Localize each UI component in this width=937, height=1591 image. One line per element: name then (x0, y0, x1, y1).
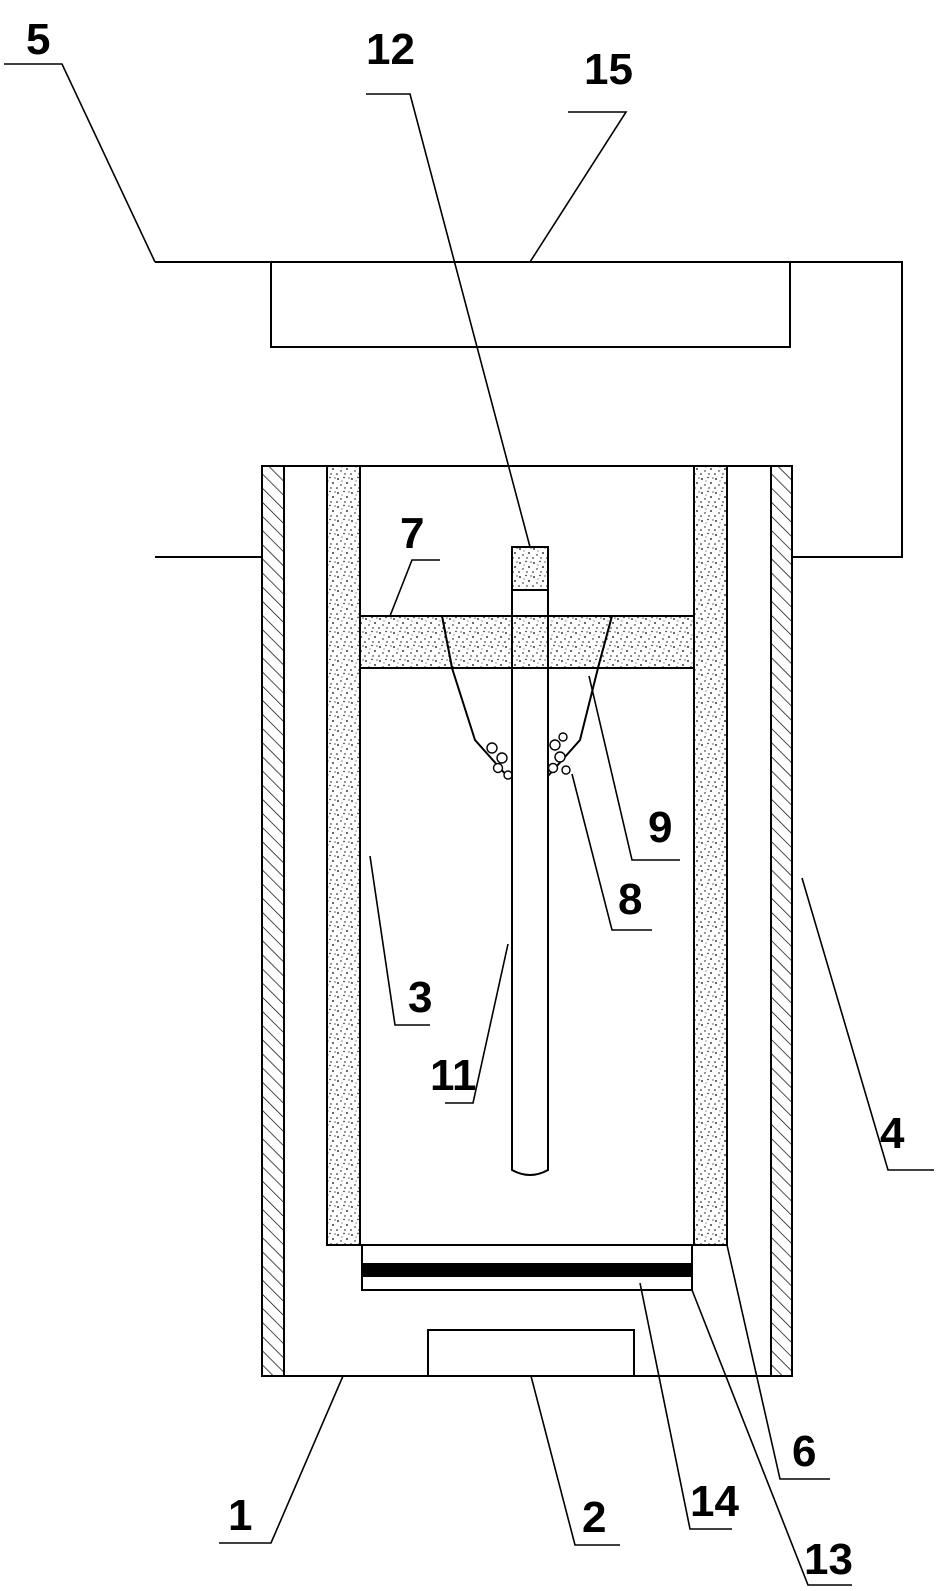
label-7: 7 (400, 509, 424, 558)
label-3: 3 (408, 973, 432, 1022)
label-4: 4 (880, 1109, 905, 1158)
label-5: 5 (26, 15, 50, 64)
left-hatched-wall (261, 465, 285, 1377)
upper-chamber (359, 465, 695, 617)
label-13: 13 (804, 1535, 853, 1584)
bottom-block (427, 1329, 635, 1377)
label-9: 9 (648, 803, 672, 852)
right-hatched-wall (770, 465, 793, 1377)
label-1: 1 (228, 1491, 252, 1540)
rod-cap (511, 546, 549, 591)
label-12: 12 (366, 25, 415, 74)
label-8: 8 (618, 875, 642, 924)
label-2: 2 (582, 1493, 606, 1542)
label-14: 14 (690, 1477, 739, 1526)
label-11: 11 (430, 1051, 477, 1100)
inner-vessel (359, 667, 695, 1246)
rod (511, 589, 549, 1176)
leader-lines (4, 63, 934, 1586)
label-15: 15 (584, 45, 633, 94)
bottom-plate-black (362, 1263, 692, 1277)
label-6: 6 (792, 1427, 816, 1476)
top-inner-box (270, 261, 791, 348)
beads (486, 732, 571, 780)
funnel-wedge-right (596, 615, 695, 669)
funnel-wedge-left (359, 615, 454, 669)
